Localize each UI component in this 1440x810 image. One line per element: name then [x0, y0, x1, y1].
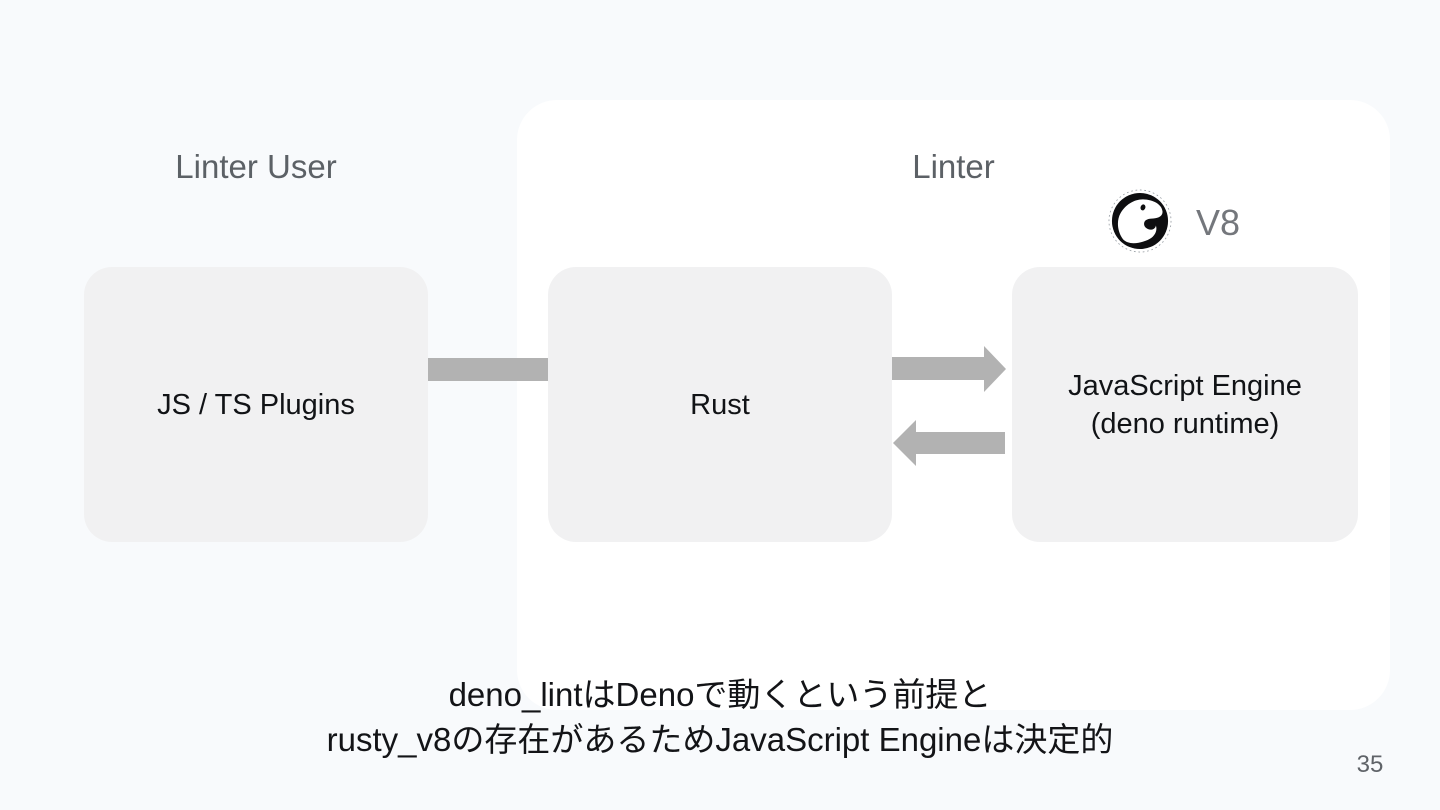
connector-bar: [428, 358, 548, 381]
box-javascript-engine: JavaScript Engine (deno runtime): [1012, 267, 1358, 542]
box-rust-label: Rust: [690, 388, 750, 421]
arrow-right-icon: [892, 346, 1006, 392]
arrow-left-icon: [893, 420, 1005, 466]
box-js-ts-plugins-label: JS / TS Plugins: [157, 388, 355, 421]
slide-caption-line1: deno_lintはDenoで動くという前提と: [448, 676, 992, 713]
section-heading-linter: Linter: [912, 148, 995, 185]
section-heading-linter-user: Linter User: [175, 148, 337, 185]
slide-caption: deno_lintはDenoで動くという前提と rusty_v8の存在があるため…: [0, 672, 1440, 762]
page-number: 35: [1356, 751, 1384, 778]
box-javascript-engine-label-line2: (deno runtime): [1090, 407, 1280, 440]
box-js-ts-plugins: JS / TS Plugins: [84, 267, 428, 542]
box-rust: Rust: [548, 267, 892, 542]
box-javascript-engine-label-line1: JavaScript Engine: [1068, 369, 1302, 402]
v8-label: V8: [1196, 202, 1241, 243]
slide-caption-line2: rusty_v8の存在があるためJavaScript Engineは決定的: [326, 721, 1114, 758]
deno-logo-icon: [1108, 189, 1172, 253]
